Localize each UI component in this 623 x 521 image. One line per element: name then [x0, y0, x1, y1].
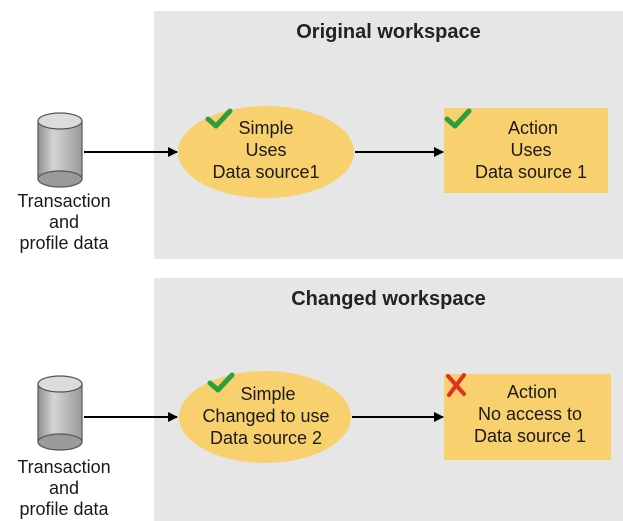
source-label-line: and [48, 212, 80, 232]
simple-node [178, 106, 354, 198]
database-icon [37, 112, 83, 188]
action-node [444, 374, 611, 460]
check-icon [205, 108, 233, 129]
cross-icon [446, 373, 466, 397]
simple-node-line: Data source 2 [209, 428, 323, 448]
simple-node-text: Simple Uses Data source1 [186, 117, 346, 183]
database-icon [37, 375, 83, 451]
action-node-line: Action [507, 118, 559, 138]
action-node-line: Uses [510, 140, 552, 160]
action-node-line: Data source 1 [474, 162, 588, 182]
source-label: Transaction and profile data [0, 457, 134, 520]
panel-title: Changed workspace [291, 288, 486, 310]
simple-node-line: Changed to use [202, 406, 330, 426]
simple-node-line: Simple [238, 118, 294, 138]
check-icon [207, 372, 235, 393]
simple-node-line: Data source1 [212, 162, 320, 182]
action-node-text: Action No access to Data source 1 [452, 381, 608, 447]
simple-node-line: Simple [240, 384, 296, 404]
action-node-text: Action Uses Data source 1 [456, 117, 606, 183]
action-node [444, 108, 608, 193]
simple-node-line: Uses [245, 140, 287, 160]
check-icon [444, 108, 472, 129]
panel-title: Original workspace [296, 21, 481, 43]
action-node-line: Action [506, 382, 558, 402]
action-node-line: No access to [477, 404, 583, 424]
simple-node [179, 371, 351, 463]
source-label-line: and [48, 478, 80, 498]
simple-node-text: Simple Changed to use Data source 2 [188, 383, 344, 449]
source-label: Transaction and profile data [0, 191, 134, 254]
source-label-line: profile data [19, 499, 109, 519]
source-label-line: profile data [19, 233, 109, 253]
source-label-line: Transaction [17, 191, 111, 211]
source-label-line: Transaction [17, 457, 111, 477]
action-node-line: Data source 1 [473, 426, 587, 446]
